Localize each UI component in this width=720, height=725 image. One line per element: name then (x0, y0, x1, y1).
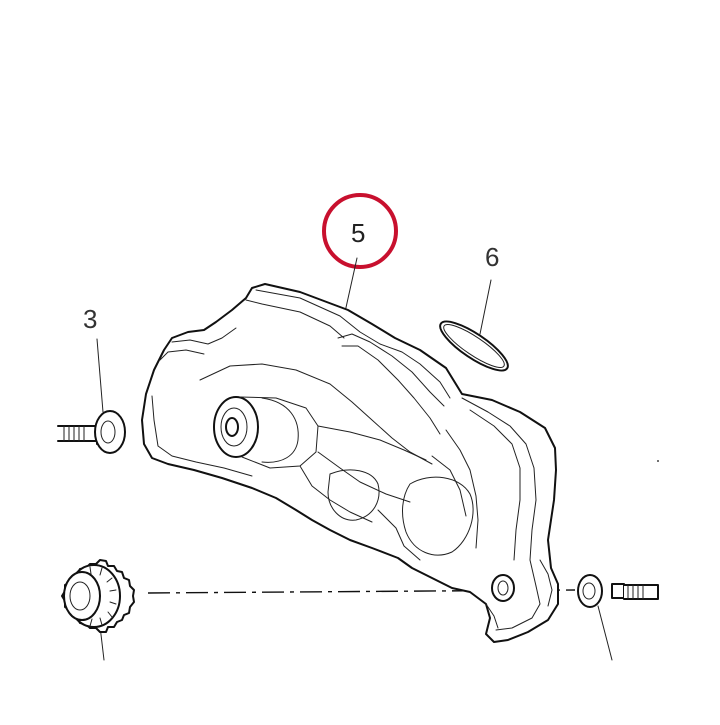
leader-line-5 (344, 257, 358, 313)
part-3-screw[interactable] (57, 410, 126, 454)
speck-mark (657, 460, 659, 462)
leader-line-3 (96, 338, 104, 413)
leader-line-6 (479, 279, 492, 335)
callout-label-6[interactable]: 6 (485, 242, 500, 272)
leader-line-washer-right (597, 605, 613, 661)
part-right-screw[interactable] (611, 583, 659, 600)
part-right-washer[interactable] (577, 574, 603, 608)
callout-label-5[interactable]: 5 (351, 218, 366, 248)
part-5-housing[interactable] (141, 283, 559, 643)
highlight-ring[interactable] (322, 193, 398, 269)
part-gear[interactable] (61, 559, 135, 633)
callout-label-3[interactable]: 3 (83, 304, 98, 334)
part-6-o-ring[interactable] (434, 314, 514, 379)
